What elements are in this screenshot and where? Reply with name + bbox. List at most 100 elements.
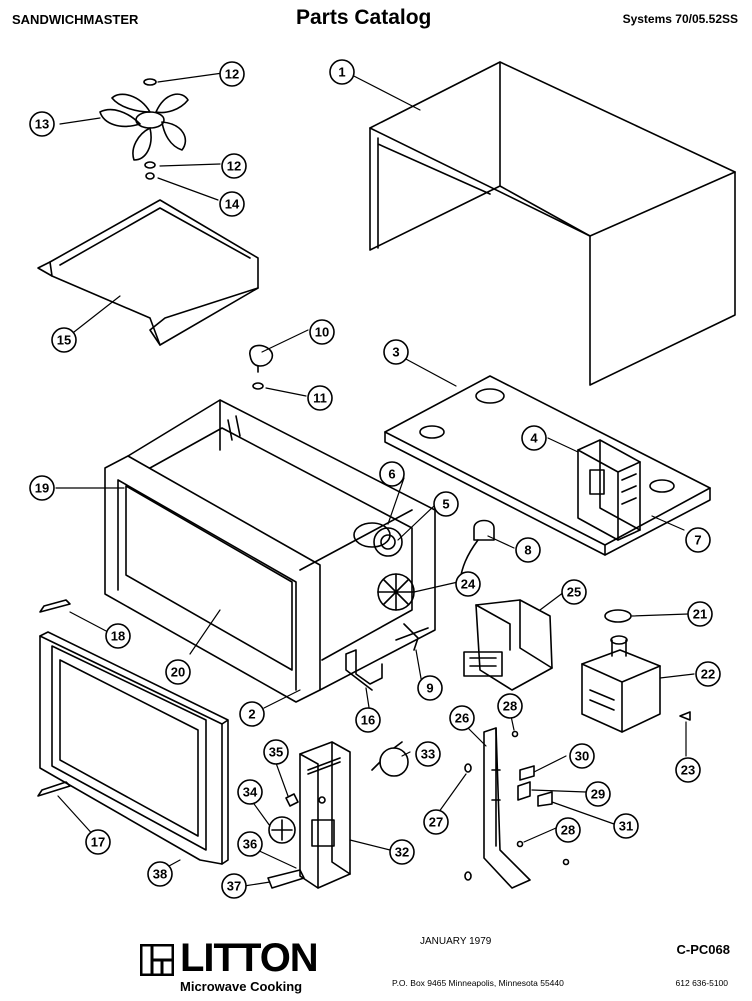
- callout-number: 38: [153, 867, 167, 882]
- part-washer-lower: [144, 161, 156, 169]
- callout-circle: [423, 809, 449, 835]
- callout-number: 34: [243, 785, 258, 800]
- callout-circle: [219, 191, 245, 217]
- callout-circle: [51, 327, 77, 353]
- part-stirrer-motor: [353, 522, 403, 557]
- callout-circle: [29, 111, 55, 137]
- callout-circle: [515, 537, 541, 563]
- callout-circle: [307, 385, 333, 411]
- callout-number: 7: [694, 533, 701, 548]
- callout-number: 19: [35, 481, 49, 496]
- part-actuator: [537, 791, 553, 807]
- callout-circle: [85, 829, 111, 855]
- callout-circle: [237, 831, 263, 857]
- part-control-panel: [299, 741, 351, 889]
- part-fan-guard: [377, 573, 415, 611]
- part-washer-upper: [143, 78, 157, 86]
- part-screw-upper-28: [511, 730, 519, 738]
- callout-number: 4: [530, 431, 538, 446]
- callout-number: 37: [227, 879, 241, 894]
- callout-number: 33: [421, 747, 435, 762]
- part-interlock-frame: [483, 727, 531, 889]
- callout-number: 9: [426, 681, 433, 696]
- callout-number: 32: [395, 845, 409, 860]
- callout-number: 12: [225, 67, 239, 82]
- litton-logo-icon: [140, 944, 174, 976]
- callout-circle: [239, 701, 265, 727]
- callout-circle: [263, 739, 289, 765]
- part-fan-blade: [99, 93, 189, 161]
- part-fan-nut: [145, 172, 155, 180]
- part-interlock-switch: [519, 765, 535, 781]
- callout-circle: [561, 579, 587, 605]
- part-magnetron: [581, 635, 661, 733]
- callout-number: 22: [701, 667, 715, 682]
- callout-number: 12: [227, 159, 241, 174]
- part-fan-bracket: [37, 199, 259, 346]
- logo-wordmark: LITTON: [180, 936, 319, 980]
- callout-number: 20: [171, 665, 185, 680]
- callout-number: 28: [503, 699, 517, 714]
- part-base-plate: [384, 375, 711, 556]
- callout-circle: [569, 743, 595, 769]
- callout-number: 10: [315, 325, 329, 340]
- callout-circle: [585, 781, 611, 807]
- part-thermal-cutout: [459, 519, 495, 581]
- callout-circle: [555, 817, 581, 843]
- part-timer-motor: [371, 741, 409, 777]
- part-lower-hinge: [37, 781, 71, 797]
- callout-circle: [105, 623, 131, 649]
- callout-circle: [355, 707, 381, 733]
- callout-circle: [329, 59, 355, 85]
- callout-circle: [521, 425, 547, 451]
- callout-circle: [165, 659, 191, 685]
- part-interlock-bracket: [345, 649, 383, 691]
- part-screw-upper: [464, 763, 472, 773]
- part-screw-lower-28b: [562, 858, 570, 866]
- callout-circle: [417, 675, 443, 701]
- part-screw-lower-28a: [516, 840, 524, 848]
- callout-number: 2: [248, 707, 255, 722]
- callout-circle: [415, 741, 441, 767]
- part-transformer: [577, 439, 641, 541]
- callout-circle: [613, 813, 639, 839]
- part-door-latch: [267, 869, 305, 889]
- part-upper-hinge: [39, 599, 71, 613]
- callout-circle: [687, 601, 713, 627]
- callout-circle: [675, 757, 701, 783]
- part-cabinet-wrapper: [369, 61, 736, 386]
- callout-group: 1234567891011121213141516171819202122232…: [29, 59, 721, 899]
- callout-number: 1: [338, 65, 345, 80]
- part-switch-shaft: [285, 793, 299, 807]
- callout-number: 16: [361, 713, 375, 728]
- callout-number: 14: [225, 197, 240, 212]
- callout-circle: [685, 527, 711, 553]
- catalog-code: C-PC068: [676, 942, 730, 957]
- part-monitor-switch: [517, 781, 531, 801]
- part-lamp-socket: [395, 623, 429, 651]
- part-capacitor-cap: [249, 344, 274, 373]
- callout-number: 23: [681, 763, 695, 778]
- publish-date: JANUARY 1979: [420, 936, 492, 947]
- callout-number: 30: [575, 749, 589, 764]
- callout-number: 27: [429, 815, 443, 830]
- callout-number: 36: [243, 837, 257, 852]
- model-number: Systems 70/05.52SS: [622, 12, 738, 26]
- part-door-assembly: [39, 631, 229, 865]
- part-gasket-ring: [604, 609, 632, 623]
- callout-number: 26: [455, 711, 469, 726]
- part-waveguide: [463, 599, 553, 691]
- part-diode: [679, 711, 691, 721]
- callout-circle: [147, 861, 173, 887]
- callout-number: 13: [35, 117, 49, 132]
- callout-number: 8: [524, 543, 531, 558]
- part-cap-nut: [252, 382, 264, 390]
- callout-number: 28: [561, 823, 575, 838]
- callout-number: 18: [111, 629, 125, 644]
- callout-number: 25: [567, 585, 581, 600]
- company-address: P.O. Box 9465 Minneapolis, Minnesota 554…: [392, 978, 564, 988]
- callout-number: 21: [693, 607, 707, 622]
- callout-circle: [433, 491, 459, 517]
- callout-circle: [389, 839, 415, 865]
